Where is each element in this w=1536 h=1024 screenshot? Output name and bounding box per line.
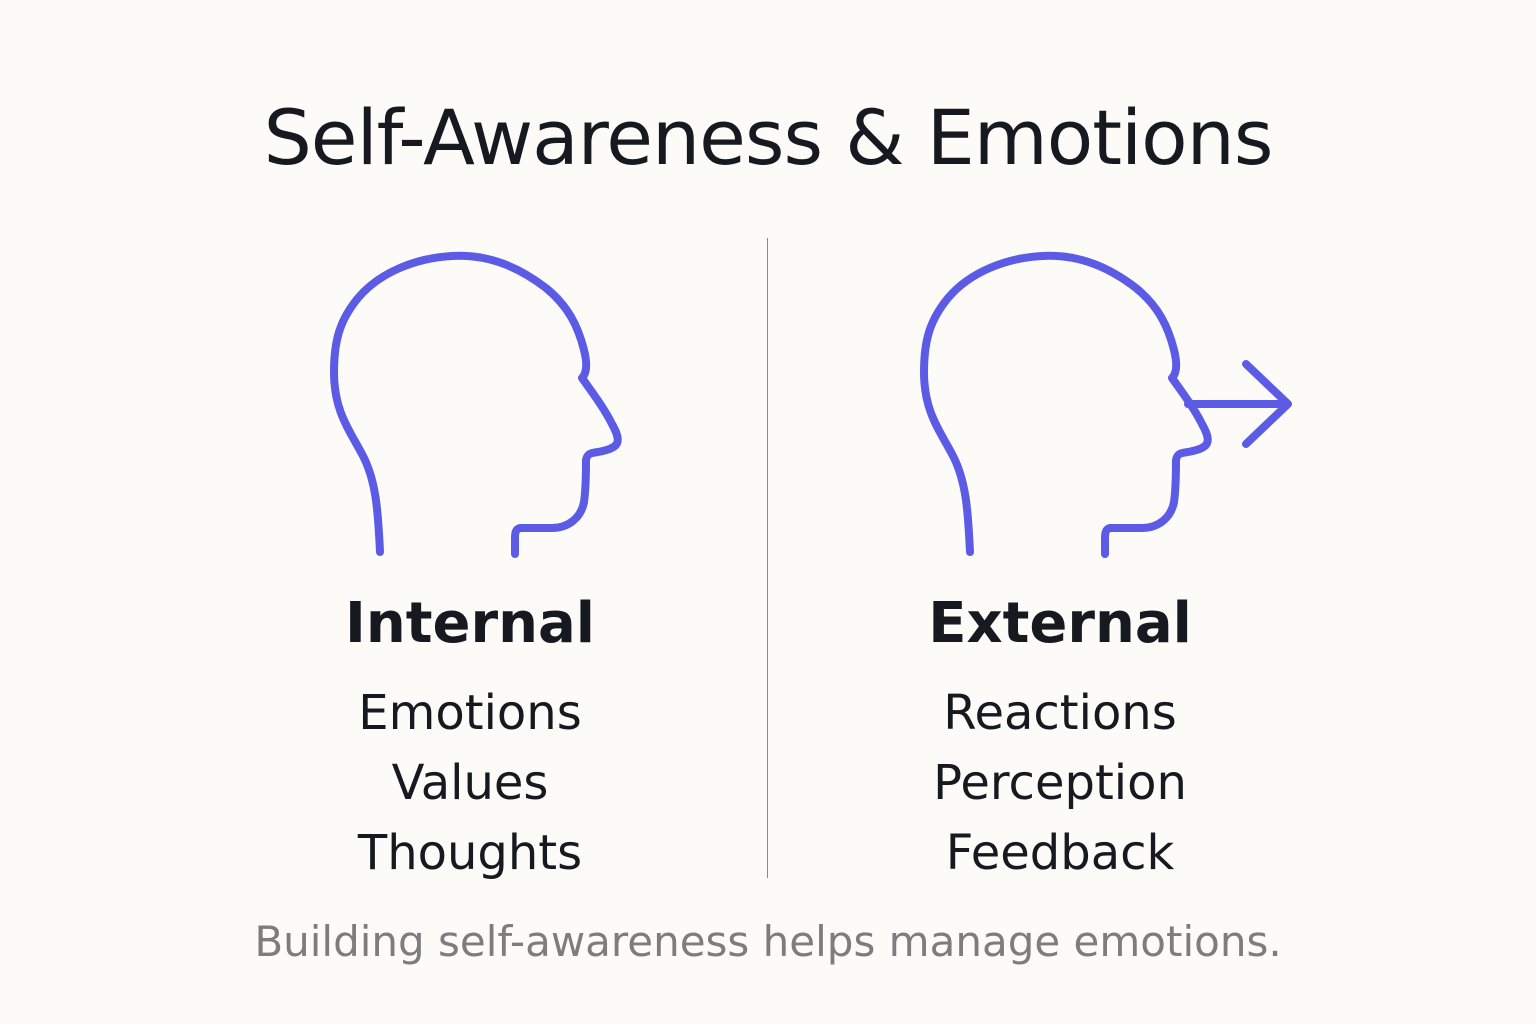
center-divider — [767, 238, 768, 878]
external-item-reactions: Reactions — [943, 685, 1177, 741]
internal-list: Emotions Values Thoughts — [190, 678, 750, 888]
internal-item-values: Values — [391, 755, 549, 811]
external-list: Reactions Perception Feedback — [780, 678, 1340, 888]
external-item-perception: Perception — [933, 755, 1187, 811]
external-item-feedback: Feedback — [945, 825, 1175, 881]
outward-arrow-icon — [1184, 360, 1292, 448]
internal-item-thoughts: Thoughts — [357, 825, 583, 881]
internal-heading: Internal — [345, 591, 595, 656]
external-panel: External Reactions Perception Feedback — [780, 240, 1340, 890]
internal-item-emotions: Emotions — [358, 685, 582, 741]
caption: Building self-awareness helps manage emo… — [254, 917, 1282, 966]
head-profile-icon — [330, 251, 622, 558]
page-title: Self-Awareness & Emotions — [263, 93, 1274, 182]
head-profile-with-arrow-icon — [920, 251, 1292, 558]
external-heading: External — [928, 591, 1192, 656]
internal-panel: Internal Emotions Values Thoughts — [190, 240, 750, 890]
